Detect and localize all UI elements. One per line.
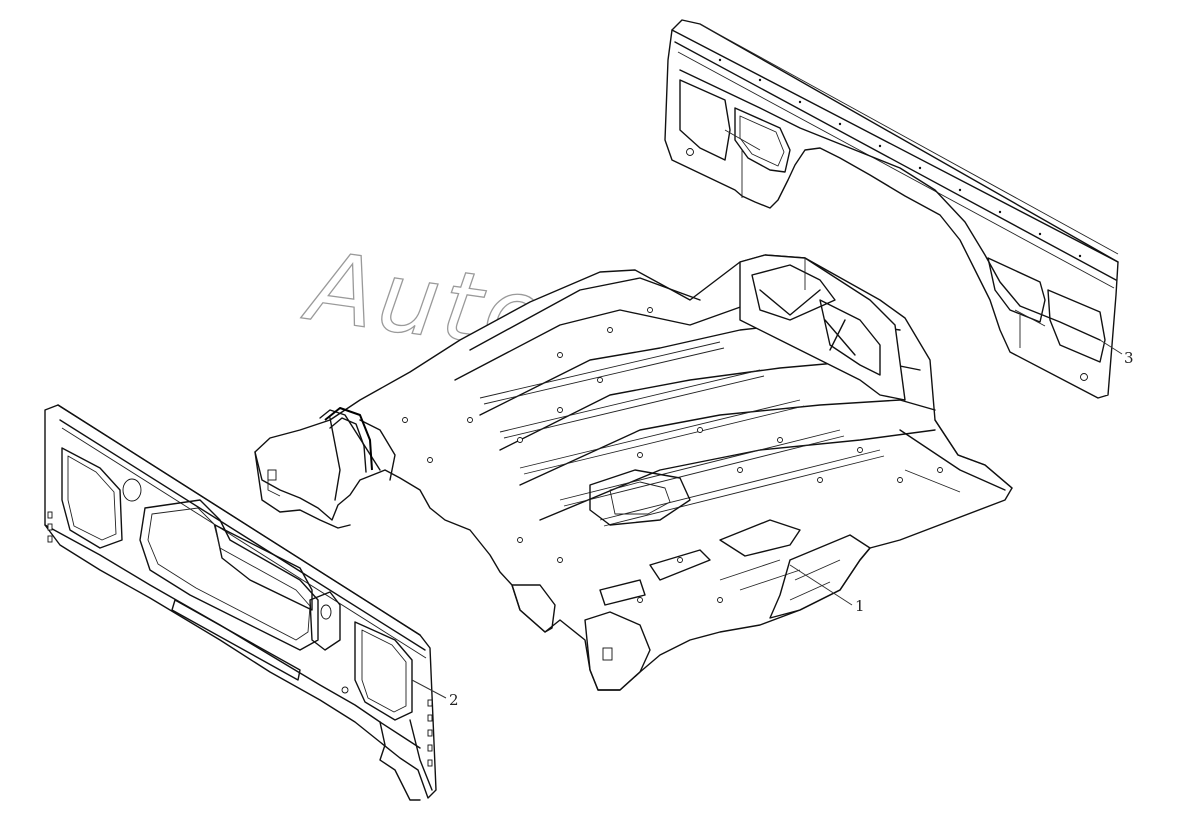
part-1-floor-pan bbox=[254, 254, 1013, 691]
panel-2-holes bbox=[47, 511, 433, 767]
callout-label-1: 1 bbox=[855, 597, 865, 615]
callout-label-2: 2 bbox=[449, 691, 459, 709]
callout-3: 3 bbox=[1099, 339, 1134, 367]
part-2-rear-panel-left bbox=[44, 404, 437, 801]
part-3-rear-panel-upper bbox=[664, 19, 1119, 399]
callout-label-3: 3 bbox=[1124, 349, 1134, 367]
callout-2: 2 bbox=[411, 679, 459, 709]
rail-dots bbox=[718, 58, 1082, 258]
floor-holes bbox=[402, 307, 943, 603]
floor-ribs bbox=[479, 341, 885, 527]
callout-1: 1 bbox=[789, 564, 865, 615]
